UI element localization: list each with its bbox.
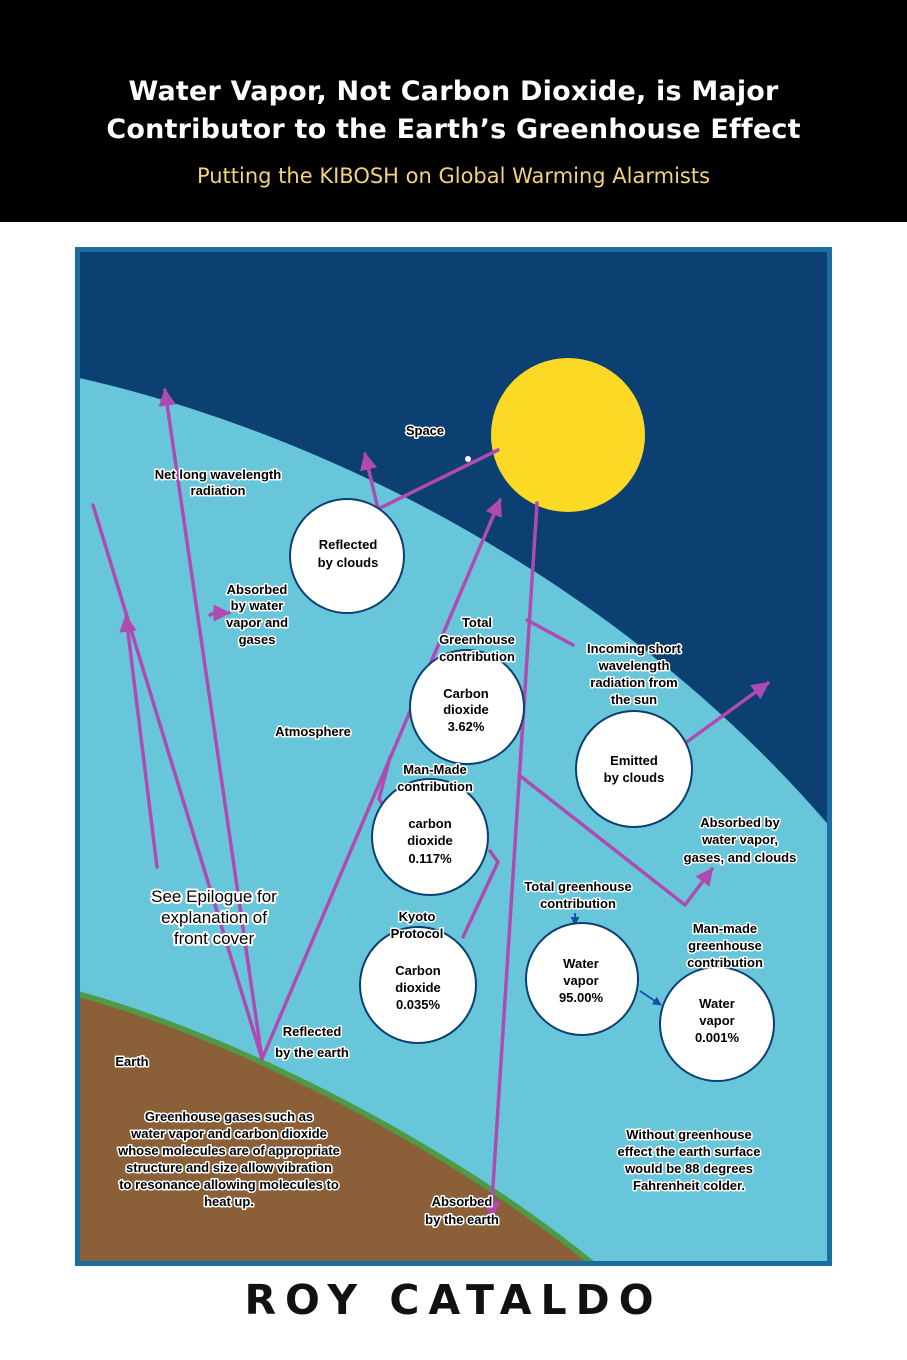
net-long-wave-arrow xyxy=(158,388,264,1061)
man-made-label-1: Man-Made xyxy=(403,762,467,777)
earth-region xyxy=(75,996,591,1266)
incoming-label-1: Incoming short xyxy=(587,641,682,656)
space-label: Space xyxy=(406,423,444,438)
co2-total-line-1: Carbon xyxy=(443,686,489,701)
co2-kyoto-line-1: Carbon xyxy=(395,963,441,978)
emitted-clouds-line-1: Emitted xyxy=(610,753,658,768)
water-total-line-1: Water xyxy=(563,956,599,971)
man-made-greenhouse-label-1: Man-made xyxy=(693,921,757,936)
absorbed-earth-label-1: Absorbed xyxy=(432,1194,493,1209)
water-to-man-made-arrow xyxy=(639,990,662,1006)
long-wave-left-line xyxy=(91,503,264,1061)
water-total-line-3: 95.00% xyxy=(559,990,604,1005)
total-greenhouse-2-label-1: Total greenhouse xyxy=(524,879,631,894)
without-greenhouse-label-1: Without greenhouse xyxy=(626,1127,752,1142)
sun-icon xyxy=(491,358,645,512)
emitted-clouds-circle xyxy=(575,710,693,828)
greenhouse-gases-label-4: structure and size allow vibration xyxy=(126,1160,332,1175)
net-long-label-2: radiation xyxy=(191,483,246,498)
absorbed-clouds-label-1: Absorbed by xyxy=(700,815,780,830)
reflected-earth-line xyxy=(260,498,502,1061)
kyoto-label-1: Kyoto xyxy=(399,909,436,924)
co2-kyoto-circle xyxy=(359,926,477,1044)
incoming-label-2: wavelength xyxy=(598,658,670,673)
epilogue-label-2: explanation of xyxy=(161,908,267,927)
epilogue-label-3: front cover xyxy=(174,929,255,948)
emitted-clouds-arrow xyxy=(682,681,770,746)
total-greenhouse-label-3: contribution xyxy=(439,649,515,664)
water-total-circle xyxy=(525,922,639,1036)
incoming-label-3: radiation from xyxy=(590,675,677,690)
greenhouse-gases-label-2: water vapor and carbon dioxide xyxy=(130,1126,327,1141)
man-made-greenhouse-label-2: greenhouse xyxy=(688,938,762,953)
reflected-earth-label-1: Reflected xyxy=(283,1024,342,1039)
absorbed-clouds-label-2: water vapor, xyxy=(701,832,778,847)
epilogue-label-1: See Epilogue for xyxy=(151,887,277,906)
absorbed-earth-label-2: by the earth xyxy=(425,1212,499,1227)
total-greenhouse-label-2: Greenhouse xyxy=(439,632,515,647)
incoming-label-4: the sun xyxy=(611,692,657,707)
without-greenhouse-label-4: Fahrenheit colder. xyxy=(633,1178,745,1193)
book-subtitle: Putting the KIBOSH on Global Warming Ala… xyxy=(196,164,711,188)
absorbed-water-label-3: vapor and xyxy=(226,615,288,630)
reflected-clouds-circle xyxy=(289,498,405,614)
greenhouse-diagram: Reflected by clouds Carbon dioxide 3.62%… xyxy=(75,247,832,1266)
water-man-made-line-1: Water xyxy=(699,996,735,1011)
absorbed-clouds-arrow xyxy=(517,773,714,907)
net-long-label-1: Net long wavelength xyxy=(155,467,281,482)
water-man-made-circle xyxy=(659,966,775,1082)
emitted-clouds-line-2: by clouds xyxy=(604,770,665,785)
book-title-line-2: Contributor to the Earth’s Greenhouse Ef… xyxy=(106,114,801,145)
sun-to-clouds-line xyxy=(376,448,500,511)
co2-man-made-line-1: carbon xyxy=(408,816,451,831)
earth-label: Earth xyxy=(115,1054,148,1069)
author-name: ROY CATALDO xyxy=(244,1276,663,1324)
clouds-reflect-arrow xyxy=(360,452,380,511)
cover-header: Water Vapor, Not Carbon Dioxide, is Majo… xyxy=(0,0,907,222)
man-made-label-2: contribution xyxy=(397,779,473,794)
co2-total-line-2: dioxide xyxy=(443,702,489,717)
without-greenhouse-label-3: would be 88 degrees xyxy=(624,1161,753,1176)
greenhouse-gases-label-5: to resonance allowing molecules to xyxy=(119,1177,339,1192)
greenhouse-gases-label-1: Greenhouse gases such as xyxy=(145,1109,313,1124)
co2-total-line-3: 3.62% xyxy=(448,719,485,734)
water-man-made-line-2: vapor xyxy=(699,1013,734,1028)
absorbed-water-label-2: by water xyxy=(231,598,284,613)
co2-man-made-line-2: dioxide xyxy=(407,833,453,848)
water-total-line-2: vapor xyxy=(563,973,598,988)
incoming-label-line xyxy=(525,618,575,647)
water-man-made-line-3: 0.001% xyxy=(695,1030,740,1045)
absorbed-clouds-label-3: gases, and clouds xyxy=(684,850,797,865)
reflected-clouds-line-1: Reflected xyxy=(319,537,378,552)
reflected-earth-label-2: by the earth xyxy=(275,1045,349,1060)
co2-man-made-line-3: 0.117% xyxy=(408,851,452,866)
co2-man-made-circle xyxy=(371,778,489,896)
reflected-clouds-line-2: by clouds xyxy=(318,555,379,570)
book-title-line-1: Water Vapor, Not Carbon Dioxide, is Majo… xyxy=(128,76,779,107)
small-dot xyxy=(465,456,471,462)
kyoto-label-2: Protocol xyxy=(391,926,444,941)
long-wave-left-arrow xyxy=(119,614,159,869)
man-made-greenhouse-label-3: contribution xyxy=(687,955,763,970)
absorbed-water-label-4: gases xyxy=(239,632,276,647)
total-greenhouse-2-label-2: contribution xyxy=(540,896,616,911)
greenhouse-gases-label-6: heat up. xyxy=(204,1194,254,1209)
absorbed-water-arrow xyxy=(208,604,231,622)
greenhouse-gases-label-3: whose molecules are of appropriate xyxy=(117,1143,340,1158)
co2-kyoto-line-3: 0.035% xyxy=(396,997,441,1012)
co2-kyoto-line-2: dioxide xyxy=(395,980,441,995)
without-greenhouse-label-2: effect the earth surface xyxy=(617,1144,760,1159)
diagram-border xyxy=(75,247,832,1266)
total-greenhouse-label-1: Total xyxy=(462,615,492,630)
absorbed-water-label-1: Absorbed xyxy=(227,582,288,597)
atmosphere-label: Atmosphere xyxy=(275,724,351,739)
co2-total-circle xyxy=(409,649,525,765)
kyoto-bracket xyxy=(461,849,500,939)
